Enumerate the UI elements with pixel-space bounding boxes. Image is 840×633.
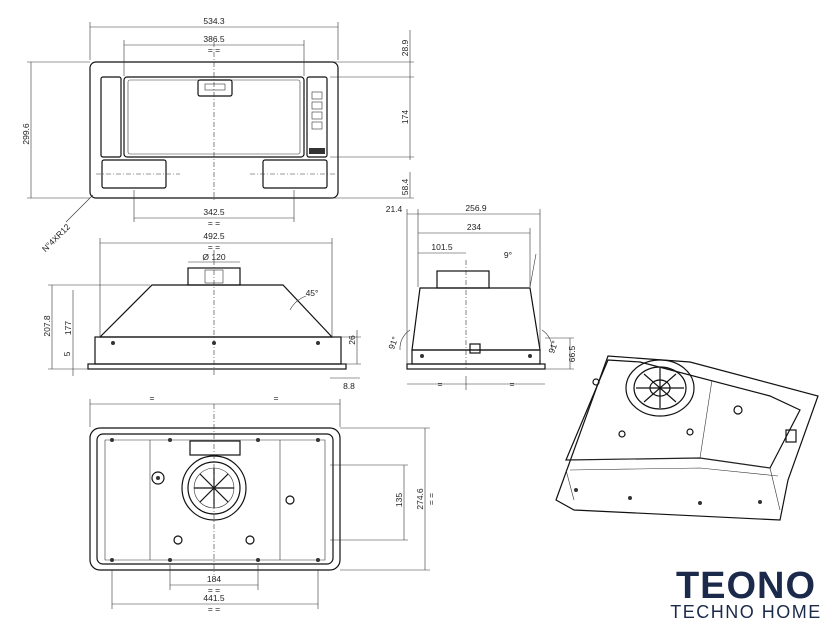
dim-outlet-diameter: Ø 120 [202, 252, 225, 262]
top-view-left-panel [100, 76, 122, 158]
dim-side-height: 26 [347, 335, 357, 345]
dim-hole-spacing: 184 [207, 574, 221, 584]
top-view-handle-slot [204, 83, 226, 91]
dim-side-inner-depth: 234 [467, 222, 481, 232]
dim-body-height: 177 [63, 321, 73, 335]
dim-left-angle: 91° [386, 335, 400, 351]
side-view-base [411, 349, 541, 365]
dim-total-height: 207.8 [42, 315, 52, 337]
control-button-2 [311, 101, 323, 110]
dim-body-width: 492.5 [203, 231, 225, 241]
dim-vent-eq: = = [208, 218, 220, 228]
iso-fan-outer [625, 359, 695, 417]
front-view-body [98, 284, 334, 338]
dim-vent-spacing: 342.5 [203, 207, 225, 217]
control-button-1 [311, 91, 323, 100]
dim-flange-height: 5 [62, 351, 72, 356]
control-label [309, 148, 325, 154]
dim-side-eq-left: = [438, 379, 443, 389]
control-button-4 [311, 121, 323, 130]
top-view-handle [197, 79, 233, 97]
dim-overall-height: 299.6 [21, 123, 31, 145]
side-view-body [411, 287, 541, 351]
iso-body [565, 359, 801, 469]
dim-base-eq: = = [208, 604, 220, 614]
dim-inner-width: 386.5 [203, 34, 225, 44]
iso-flange [555, 355, 819, 521]
dim-side-offset: 21.4 [386, 204, 403, 214]
bottom-view-inner-frame [96, 433, 334, 565]
bottom-view-frame [89, 427, 341, 571]
isometric-view [555, 355, 819, 521]
control-button-3 [311, 111, 323, 120]
dim-hole-eq: = = [208, 585, 220, 595]
brand-tagline: TECHNO HOME [670, 602, 822, 622]
front-view: 492.5 = = Ø 120 45° 207.8 177 5 26 8.8 [42, 231, 361, 391]
dim-chamfer-angle: 45° [306, 288, 319, 298]
side-view: 21.4 256.9 234 101.5 9° 91° 91° 66.5 = = [386, 203, 577, 390]
top-view-control-panel [306, 76, 328, 158]
dim-outlet-offset: 101.5 [431, 242, 453, 252]
front-view-flange [87, 363, 347, 370]
bottom-view: = = 135 274.6 = = 184 = = 441.5 = = [89, 393, 436, 614]
brand-name: TEONO [676, 565, 816, 607]
iso-fan-ring [633, 366, 687, 410]
front-view-base [94, 336, 342, 365]
dim-base-width: 441.5 [203, 593, 225, 603]
dim-right-angle: 91° [546, 339, 560, 355]
dim-bottom-margin: 58.4 [400, 178, 410, 195]
corner-radius-note: N°4XR12 [40, 222, 72, 254]
side-view-connector [469, 343, 481, 354]
dim-side-eq-right: = [510, 379, 515, 389]
dim-top-angle: 9° [504, 250, 512, 260]
dim-top-margin: 28.9 [400, 39, 410, 56]
dim-bottom-height-outer: 274.6 [415, 488, 425, 510]
dim-bottom-height-eq: = = [426, 493, 436, 505]
dim-panel-height: 174 [400, 110, 410, 124]
side-view-outlet [436, 270, 490, 289]
dim-bottom-height-inner: 135 [394, 493, 404, 507]
dim-lip: 8.8 [343, 381, 355, 391]
dim-inner-eq: = = [208, 45, 220, 55]
dim-bottom-eq-left: = [150, 393, 155, 403]
dim-side-depth: 256.9 [465, 203, 487, 213]
dim-overall-width: 534.3 [203, 16, 225, 26]
dim-bottom-eq-right: = [274, 393, 279, 403]
bottom-view-outlet-box [189, 440, 241, 456]
dim-side-height-right: 66.5 [567, 345, 577, 362]
top-view: 534.3 386.5 = = 28.9 174 58.4 299.6 342.… [21, 16, 414, 254]
side-view-flange [406, 363, 546, 370]
brand-logo: TEONO TECHNO HOME [670, 565, 822, 622]
dim-body-eq: = = [208, 242, 220, 252]
